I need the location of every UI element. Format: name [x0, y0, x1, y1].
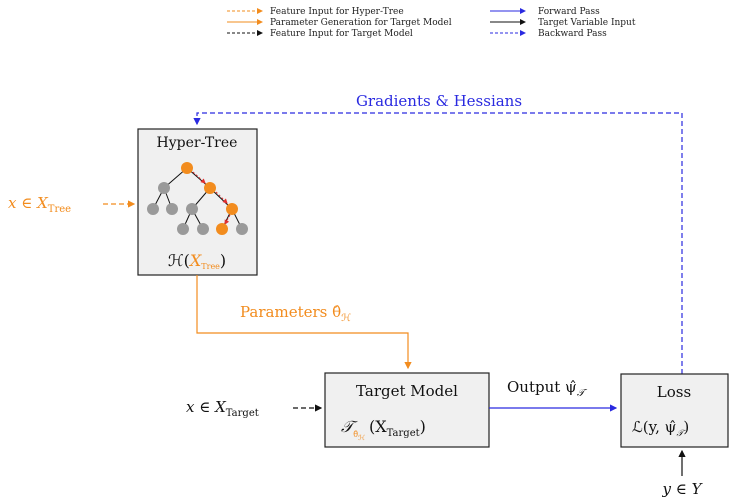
- hyper-tree-title: Hyper-Tree: [157, 135, 238, 151]
- gradients-hessians-label: Gradients & Hessians: [356, 92, 522, 110]
- parameter-generation-arrow: [196, 275, 412, 370]
- backward-pass-arrow: [193, 112, 683, 374]
- hyper-tree-function: ℋ(XTree): [168, 251, 226, 271]
- tree-node: [204, 182, 216, 194]
- tree-input-label: x ∈ XTree: [8, 194, 71, 215]
- hyper-tree-box: Hyper-Tree: [137, 128, 258, 276]
- legend-label: Feature Input for Hyper-Tree: [270, 7, 404, 17]
- tree-node: [197, 223, 209, 235]
- tree-node: [236, 223, 248, 235]
- legend-item-feature-input-hyper-tree: Feature Input for Hyper-Tree: [227, 7, 404, 17]
- tree-nodes: [147, 162, 248, 235]
- target-model-box: Target Model 𝒯θ̂ℋ(XTarget): [324, 372, 490, 448]
- legend-label: Backward Pass: [538, 29, 607, 39]
- tree-node: [158, 182, 170, 194]
- tree-node: [216, 223, 228, 235]
- target-input-label: x ∈ XTarget: [186, 398, 259, 419]
- target-model-title: Target Model: [356, 382, 458, 400]
- tree-node: [226, 203, 238, 215]
- legend-label: Target Variable Input: [538, 18, 636, 28]
- tree-node: [166, 203, 178, 215]
- tree-path-highlight: [192, 171, 231, 225]
- loss-title: Loss: [657, 383, 691, 401]
- legend-item-backward-pass: Backward Pass: [490, 29, 607, 39]
- loss-function: ℒ(y, ψ̂𝒯): [632, 418, 689, 439]
- output-label: Output ψ̂𝒯: [507, 378, 588, 399]
- legend-label: Parameter Generation for Target Model: [270, 18, 452, 28]
- y-input-label: y ∈ Y: [661, 480, 703, 498]
- loss-box: Loss ℒ(y, ψ̂𝒯): [620, 373, 729, 448]
- tree-node: [147, 203, 159, 215]
- tree-node: [177, 223, 189, 235]
- legend-label: Forward Pass: [538, 7, 600, 17]
- legend-item-feature-input-target-model: Feature Input for Target Model: [227, 29, 413, 39]
- tree-node: [186, 203, 198, 215]
- parameters-label: Parameters θ̂ℋ: [240, 303, 351, 324]
- legend-label: Feature Input for Target Model: [270, 29, 413, 39]
- legend-item-target-variable-input: Target Variable Input: [490, 18, 636, 28]
- legend: Feature Input for Hyper-Tree Parameter G…: [227, 7, 636, 39]
- legend-item-forward-pass: Forward Pass: [490, 7, 600, 17]
- legend-item-parameter-generation: Parameter Generation for Target Model: [227, 18, 452, 28]
- tree-node: [181, 162, 193, 174]
